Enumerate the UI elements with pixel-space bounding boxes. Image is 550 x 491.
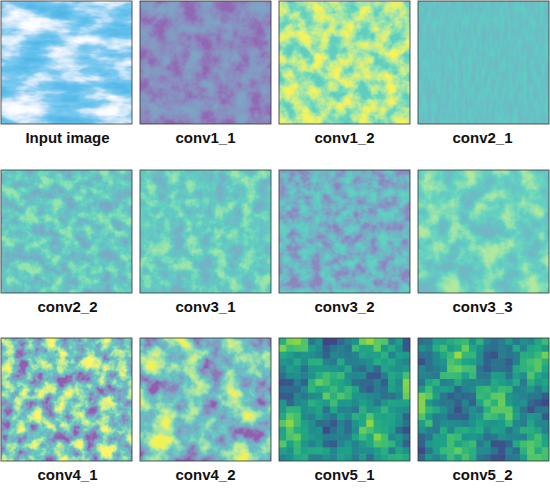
- panel-caption: conv2_1: [417, 129, 548, 147]
- panel-border: [140, 1, 271, 124]
- panel-border: [1, 170, 132, 293]
- panel-border: [1, 338, 132, 461]
- caption-text: conv2_1: [417, 129, 548, 147]
- caption-text: conv5_1: [279, 466, 410, 484]
- caption-text: conv4_2: [140, 466, 271, 484]
- panel-border: [418, 1, 549, 124]
- panel-border: [279, 170, 410, 293]
- panel-caption: conv3_3: [417, 298, 548, 316]
- caption-text: conv3_1: [140, 298, 271, 316]
- feature-map: [1, 1, 132, 124]
- panel-border: [279, 338, 410, 461]
- feature-map: [279, 338, 410, 461]
- panel-caption: conv5_2: [417, 466, 548, 484]
- panel-border: [279, 1, 410, 124]
- feature-map: [1, 170, 132, 293]
- feature-map: [140, 170, 271, 293]
- feature-map: [418, 1, 549, 124]
- feature-map: [140, 1, 271, 124]
- panel-caption: conv1_2: [279, 129, 410, 147]
- panel-caption: conv4_2: [140, 466, 271, 484]
- caption-text: conv4_1: [2, 466, 133, 484]
- panel-caption: conv3_2: [279, 298, 410, 316]
- feature-map: [279, 170, 410, 293]
- feature-map: [418, 338, 549, 461]
- panel-caption: Input image: [2, 129, 133, 147]
- panel-caption: conv2_2: [2, 298, 133, 316]
- panel-caption: conv4_1: [2, 466, 133, 484]
- panel-caption: conv5_1: [279, 466, 410, 484]
- caption-text: conv1_1: [140, 129, 271, 147]
- feature-map: [279, 1, 410, 124]
- caption-text: conv5_2: [417, 466, 548, 484]
- panel-border: [418, 170, 549, 293]
- feature-map: [140, 338, 271, 461]
- caption-text: conv1_2: [279, 129, 410, 147]
- feature-map: [418, 170, 549, 293]
- panel-border: [418, 338, 549, 461]
- panel-border: [140, 338, 271, 461]
- panel-caption: conv1_1: [140, 129, 271, 147]
- caption-text: conv3_3: [417, 298, 548, 316]
- panel-border: [140, 170, 271, 293]
- caption-text: conv3_2: [279, 298, 410, 316]
- panel-caption: conv3_1: [140, 298, 271, 316]
- panel-border: [1, 1, 132, 124]
- caption-text: conv2_2: [2, 298, 133, 316]
- caption-text: Input image: [2, 129, 133, 147]
- feature-map: [1, 338, 132, 461]
